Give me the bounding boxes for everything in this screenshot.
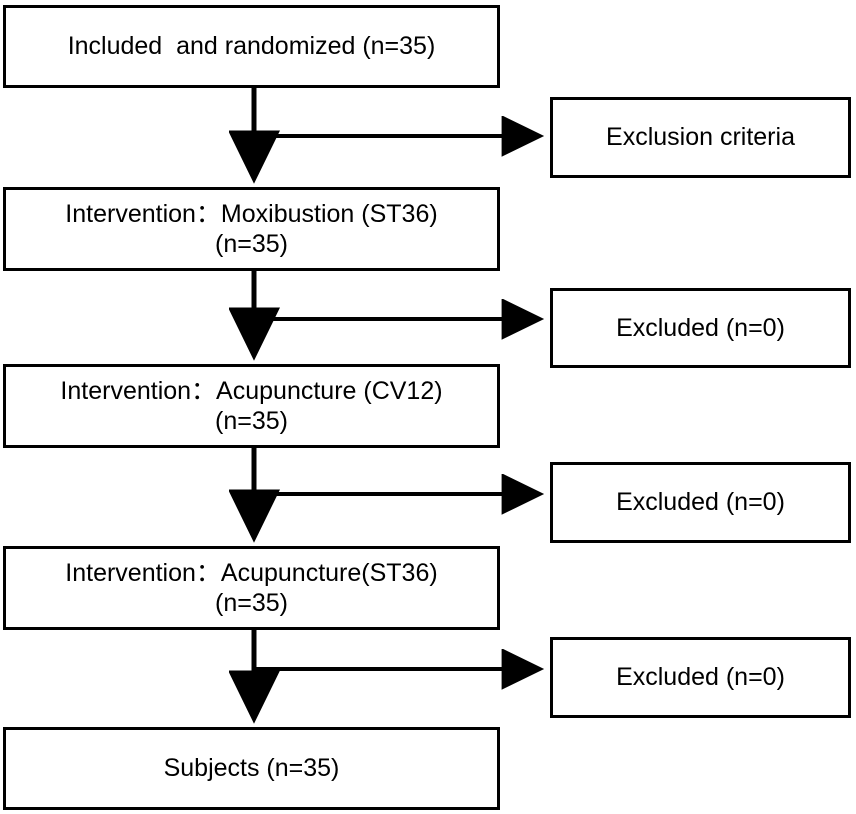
node-intervention-acupuncture-st36: Intervention：Acupuncture(ST36) (n=35)	[3, 546, 500, 630]
node-exclusion-criteria: Exclusion criteria	[550, 97, 851, 178]
node-intervention-acupuncture-cv12: Intervention：Acupuncture (CV12) (n=35)	[3, 364, 500, 448]
node-excluded-1: Excluded (n=0)	[550, 288, 851, 368]
node-excluded-2: Excluded (n=0)	[550, 462, 851, 543]
node-subjects: Subjects (n=35)	[3, 727, 500, 810]
node-included-and-randomized: Included and randomized (n=35)	[3, 5, 500, 88]
node-excluded-3: Excluded (n=0)	[550, 637, 851, 718]
node-intervention-moxibustion-st36: Intervention：Moxibustion (ST36) (n=35)	[3, 187, 500, 271]
